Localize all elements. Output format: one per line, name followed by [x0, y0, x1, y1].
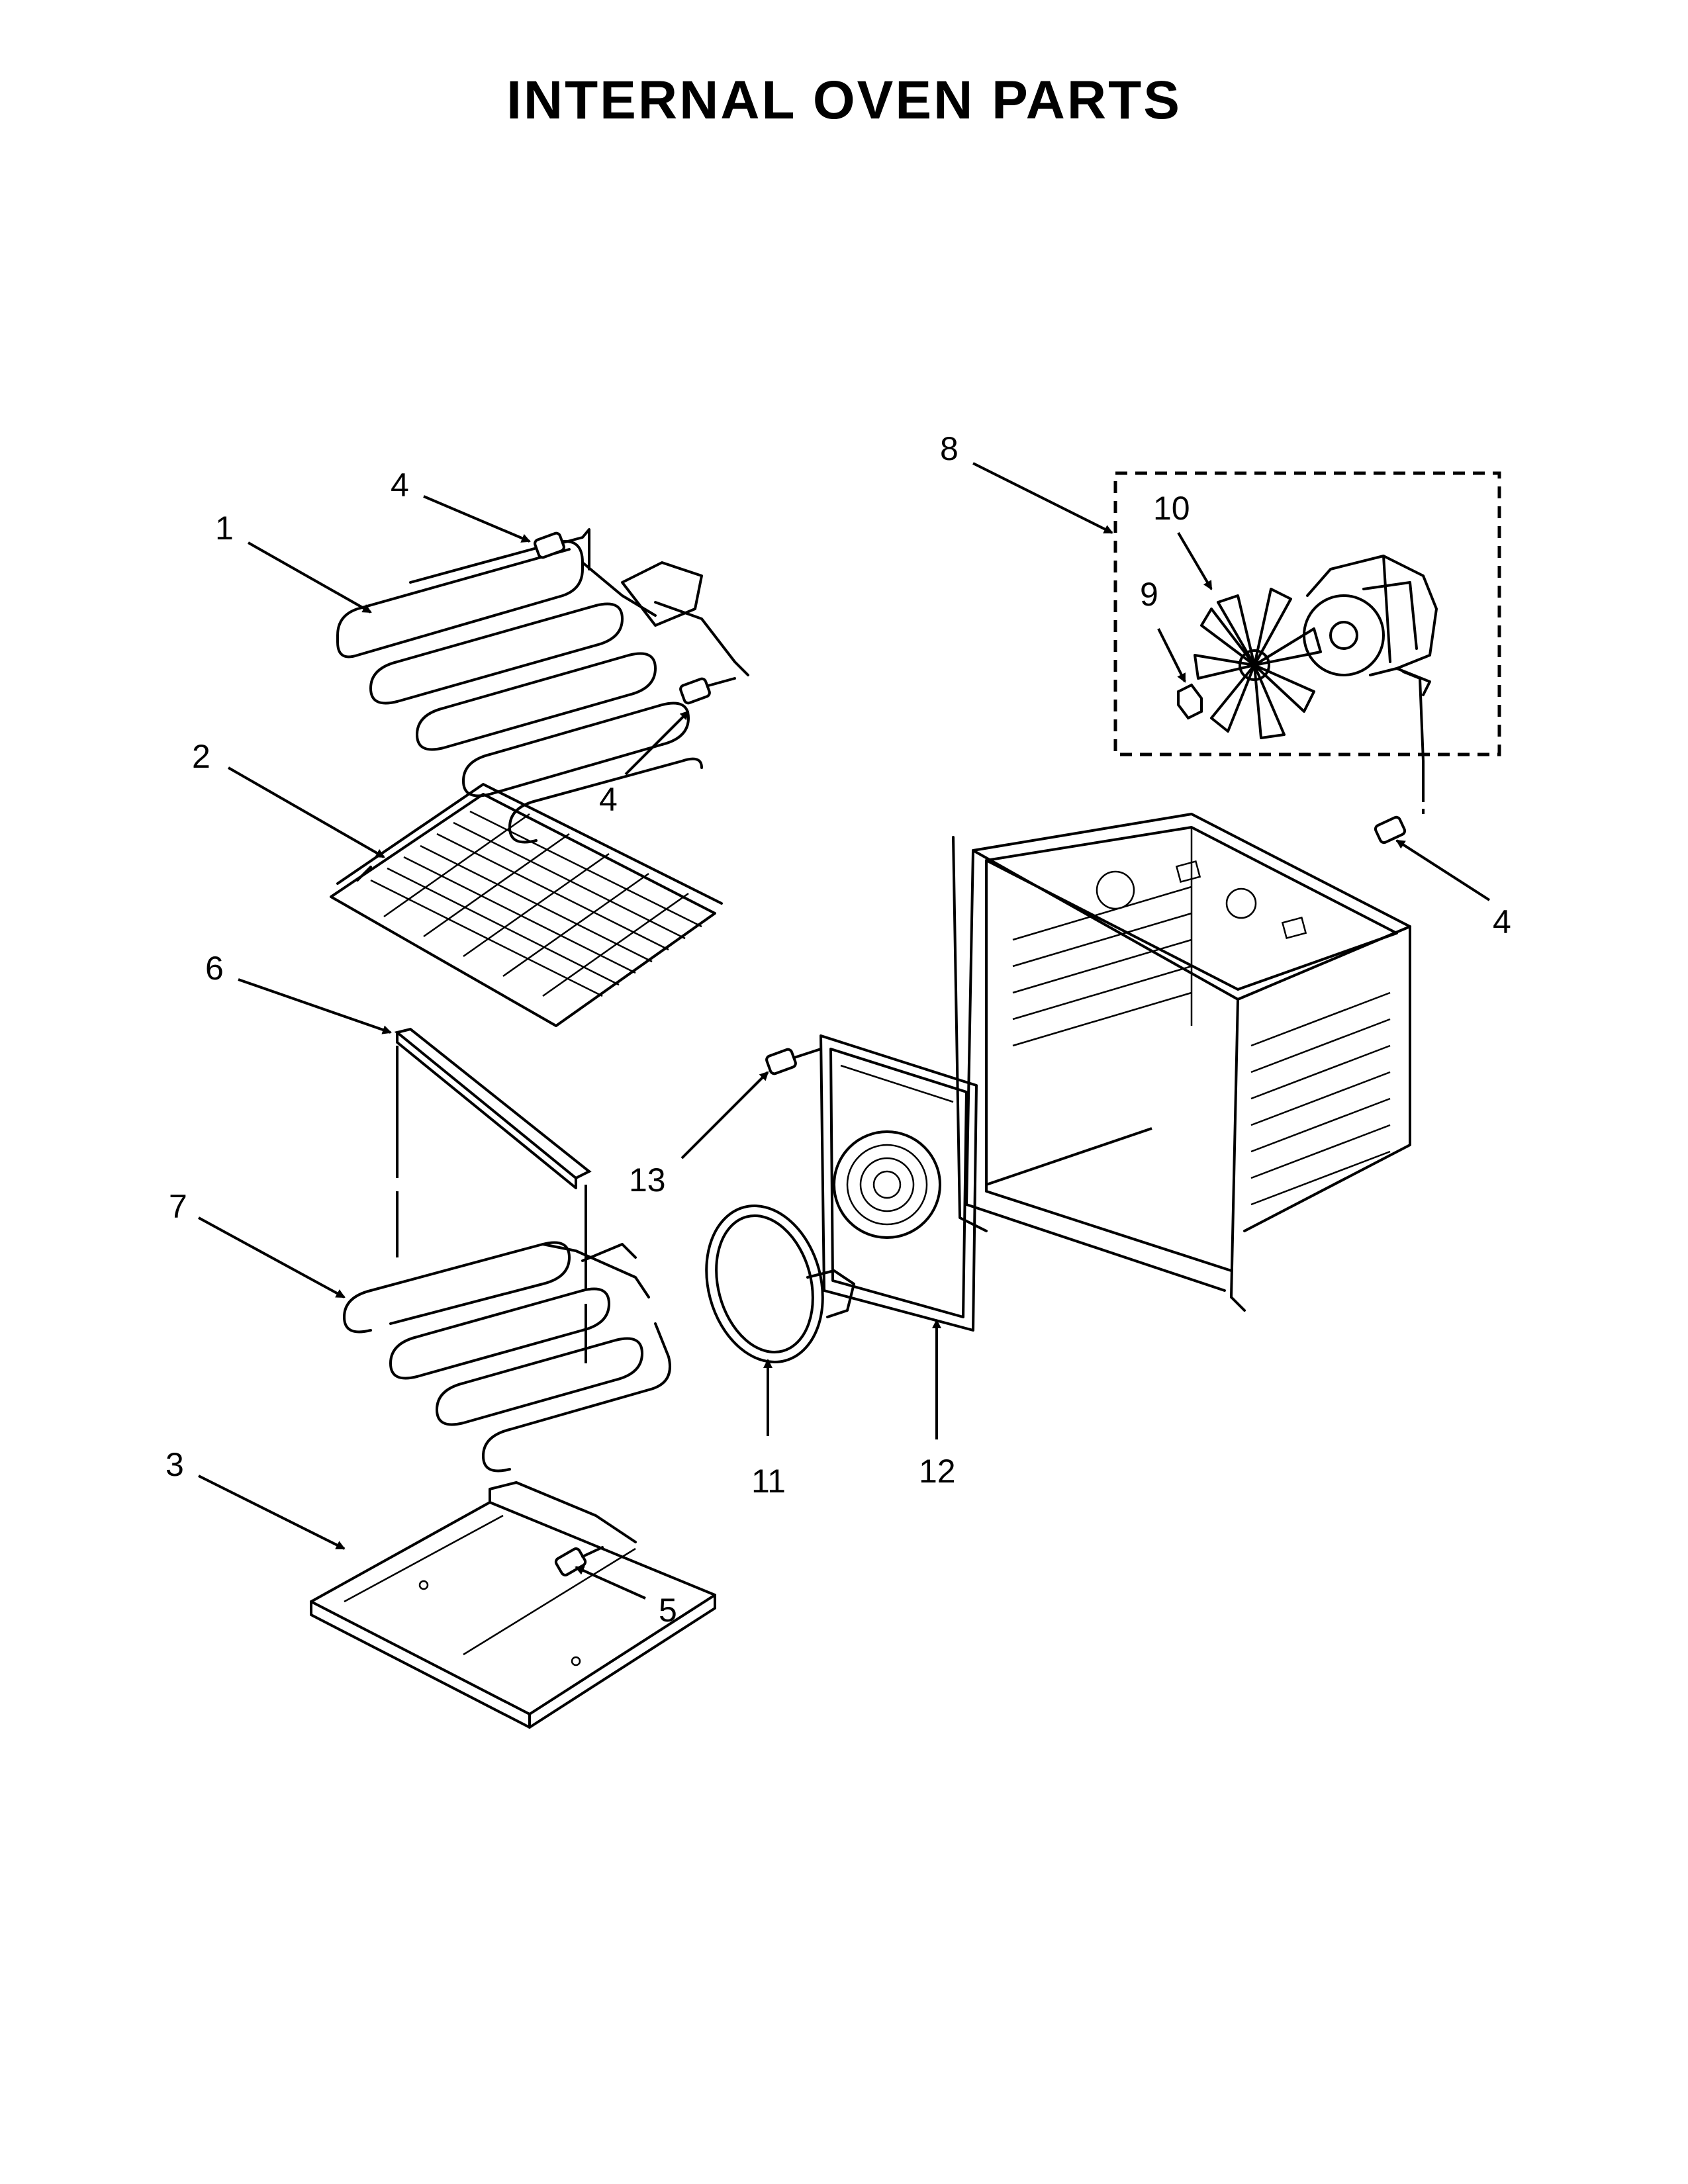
convection-fan-cover: [820, 1034, 978, 1332]
callout-11: 11: [751, 1463, 786, 1500]
page-title: INTERNAL OVEN PARTS: [506, 70, 1182, 130]
fan-nut: [1177, 683, 1203, 720]
oven-cavity: [952, 813, 1411, 1312]
leader-lines: [198, 462, 1491, 1600]
bake-element-shield: [394, 1027, 592, 1363]
callout-2: 2: [192, 738, 211, 775]
callout-4: 4: [1493, 903, 1511, 940]
callout-7: 7: [169, 1188, 187, 1225]
screw: [534, 528, 590, 570]
bake-element: [343, 1241, 671, 1473]
callout-1: 1: [215, 510, 234, 547]
callout-6: 6: [205, 950, 224, 987]
screw: [554, 1546, 604, 1576]
broil-element: [336, 540, 749, 844]
convection-element: [705, 1205, 855, 1363]
convection-motor-assembly-box: [1113, 471, 1501, 756]
screw: [1374, 761, 1425, 844]
callout-3: 3: [165, 1446, 184, 1483]
callout-8: 8: [940, 430, 959, 467]
callout-12: 12: [919, 1453, 956, 1490]
convection-fan-motor: [1303, 555, 1438, 796]
callout-9: 9: [1140, 576, 1158, 613]
callout-10: 10: [1153, 490, 1190, 527]
callout-5: 5: [659, 1592, 677, 1629]
callout-4: 4: [391, 467, 409, 504]
callout-4: 4: [599, 781, 618, 818]
oven-rack: [330, 783, 723, 1027]
callout-13: 13: [629, 1161, 666, 1199]
bottom-panel: [310, 1481, 716, 1729]
screw: [765, 1048, 822, 1075]
screw: [679, 677, 736, 705]
fan-blade: [1194, 588, 1322, 739]
